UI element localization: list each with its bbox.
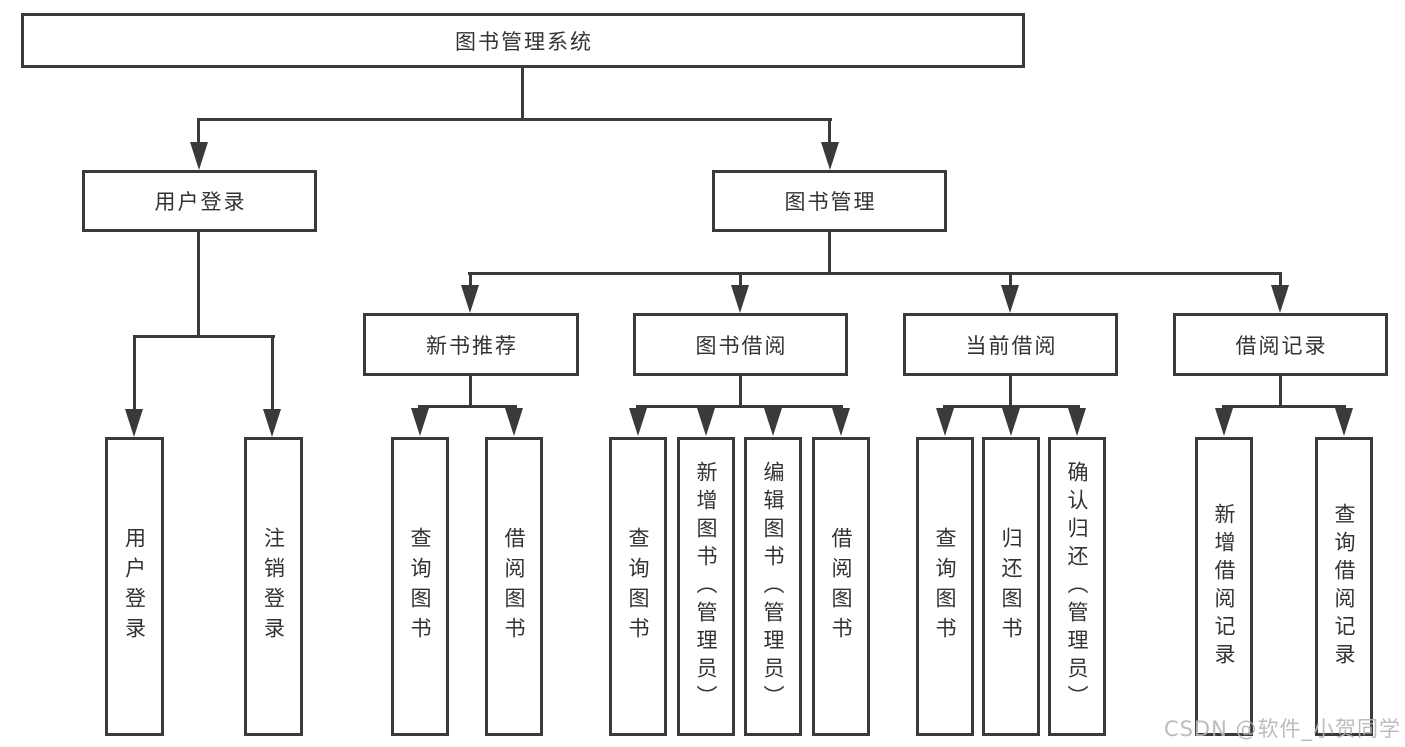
node-book-management: 图书管理 — [712, 170, 947, 232]
arrow-down-icon — [1068, 408, 1086, 436]
arrow-down-icon — [190, 142, 208, 170]
leaf-confirm-return-admin: 确认归还（管理员） — [1048, 437, 1106, 736]
leaf-user-login: 用户登录 — [105, 437, 164, 736]
leaf-logout: 注销登录 — [244, 437, 303, 736]
connector-line — [521, 67, 524, 120]
arrow-down-icon — [832, 408, 850, 436]
arrow-down-icon — [629, 408, 647, 436]
node-new-book-recommendation: 新书推荐 — [363, 313, 579, 376]
arrow-down-icon — [1001, 285, 1019, 313]
arrow-down-icon — [461, 285, 479, 313]
connector-line — [739, 375, 742, 407]
connector-line — [1279, 375, 1282, 407]
leaf-query-books: 查询图书 — [391, 437, 449, 736]
arrow-down-icon — [1002, 408, 1020, 436]
connector-line — [828, 231, 831, 274]
connector-line — [1009, 375, 1012, 407]
node-library-management-system: 图书管理系统 — [21, 13, 1025, 68]
leaf-borrow-books: 借阅图书 — [485, 437, 543, 736]
connector-line — [1009, 272, 1012, 288]
arrow-down-icon — [697, 408, 715, 436]
arrow-down-icon — [1335, 408, 1353, 436]
connector-line — [197, 118, 200, 145]
connector-line — [197, 232, 200, 337]
arrow-down-icon — [1271, 285, 1289, 313]
connector-line — [943, 405, 1080, 408]
connector-line — [133, 335, 275, 338]
node-book-borrowing: 图书借阅 — [633, 313, 848, 376]
connector-line — [469, 272, 472, 288]
leaf-add-borrow-record: 新增借阅记录 — [1195, 437, 1253, 736]
connector-line — [133, 335, 136, 411]
leaf-borrow-books: 借阅图书 — [812, 437, 870, 736]
csdn-watermark: CSDN @软件_小贺同学 — [1163, 717, 1401, 741]
node-user-login: 用户登录 — [82, 170, 317, 232]
connector-line — [197, 118, 832, 121]
leaf-edit-books-admin: 编辑图书（管理员） — [744, 437, 802, 736]
arrow-down-icon — [1215, 408, 1233, 436]
arrow-down-icon — [731, 285, 749, 313]
leaf-query-borrow-record: 查询借阅记录 — [1315, 437, 1373, 736]
connector-line — [1279, 272, 1282, 288]
connector-line — [271, 335, 274, 411]
arrow-down-icon — [505, 408, 523, 436]
connector-line — [418, 405, 517, 408]
leaf-query-books: 查询图书 — [609, 437, 667, 736]
connector-line — [1222, 405, 1346, 408]
arrow-down-icon — [821, 142, 839, 170]
node-borrowing-records: 借阅记录 — [1173, 313, 1388, 376]
connector-line — [468, 272, 1281, 275]
arrow-down-icon — [125, 409, 143, 437]
arrow-down-icon — [263, 409, 281, 437]
arrow-down-icon — [936, 408, 954, 436]
connector-line — [828, 118, 831, 145]
leaf-query-books: 查询图书 — [916, 437, 974, 736]
arrow-down-icon — [764, 408, 782, 436]
connector-line — [469, 375, 472, 407]
connector-line — [739, 272, 742, 288]
leaf-add-books-admin: 新增图书（管理员） — [677, 437, 735, 736]
node-current-borrowing: 当前借阅 — [903, 313, 1118, 376]
leaf-return-books: 归还图书 — [982, 437, 1040, 736]
arrow-down-icon — [411, 408, 429, 436]
connector-line — [636, 405, 843, 408]
